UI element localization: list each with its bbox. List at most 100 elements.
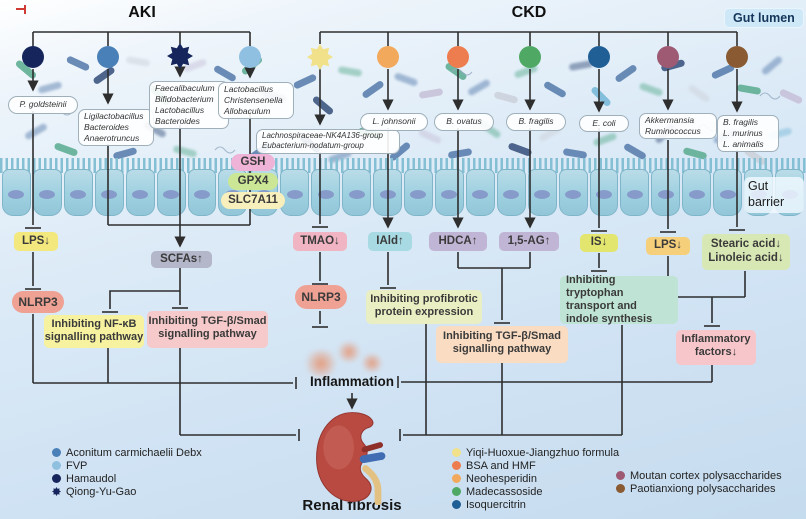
slc7a11-node: SLC7A11	[221, 192, 285, 209]
ckd-heading: CKD	[511, 4, 547, 21]
epithelial-cell	[403, 169, 433, 216]
epithelial-cell	[32, 169, 62, 216]
epithelial-cell	[342, 169, 372, 216]
marker-bsa-hmf	[447, 46, 469, 68]
legend-label: BSA and HMF	[466, 459, 536, 472]
bacteria-label-e-coli: E. coli	[579, 115, 629, 132]
profibrotic-box: Inhibiting profibrotic protein expressio…	[366, 290, 482, 324]
bacteria-label-lachnospiraceae-group: Lachnospiraceae-NK4A136-group Eubacteriu…	[256, 129, 400, 154]
marker-fvp	[239, 46, 261, 68]
legend-marker-circle	[452, 461, 461, 470]
inflammation-blob	[360, 354, 384, 372]
legend-item: FVP	[52, 459, 202, 472]
bacteria-label-b-ovatus: B. ovatus	[434, 113, 494, 131]
legend-label: Qiong-Yu-Gao	[66, 485, 137, 498]
legend-label: Aconitum carmichaelii Debx	[66, 446, 202, 459]
legend-marker-circle	[452, 474, 461, 483]
legend-item: Isoquercitrin	[452, 498, 619, 511]
fatty-acids-box: Stearic acid↓ Linoleic acid↓	[702, 234, 790, 270]
legend-label: Neohesperidin	[466, 472, 537, 485]
legend-marker-circle	[452, 448, 461, 457]
legend-marker-star	[52, 487, 61, 496]
epithelial-cell	[496, 169, 526, 216]
is-box: IS↓	[580, 234, 618, 252]
legend-marker-circle	[52, 448, 61, 457]
ag15-box: 1,5-AG↑	[499, 232, 559, 251]
bacteria-label-b-fragilis-murinus-animalis: B. fragilis L. murinus L. animalis	[717, 115, 779, 153]
marker-neohesperidin	[377, 46, 399, 68]
legend-marker-circle	[616, 471, 625, 480]
bacteria-label-b-fragilis: B. fragilis	[506, 113, 566, 131]
inflammatory-factors-box: Inflammatory factors↓	[676, 330, 756, 365]
marker-madecassoside	[519, 46, 541, 68]
tgf-smad-right-box: Inhibiting TGF-β/Smad signalling pathway	[436, 326, 568, 363]
gpx4-node: GPX4	[228, 173, 278, 190]
marker-isoquercitrin	[588, 46, 610, 68]
kidney-illustration	[316, 412, 386, 505]
marker-hamaudol	[22, 46, 44, 68]
inflammation-blob	[336, 342, 362, 362]
lps-right-box: LPS↓	[646, 237, 690, 255]
epithelial-cell	[465, 169, 495, 216]
epithelial-cell	[187, 169, 217, 216]
bacteria-label-lactobacillus-group: Lactobacillus Christensenella Allobaculu…	[218, 82, 294, 120]
legend-item: Moutan cortex polysaccharides	[616, 469, 782, 482]
nlrp3-mid-node: NLRP3	[295, 285, 347, 309]
legend-item: Hamaudol	[52, 472, 202, 485]
epithelial-cell	[280, 169, 310, 216]
marker-yiqi-formula	[307, 44, 333, 70]
bacteria-label-akkermansia-group: Akkermansia Ruminococcus	[639, 113, 717, 140]
legend-marker-circle	[52, 474, 61, 483]
marker-qiong-yu-gao	[167, 43, 193, 69]
gsh-node: GSH	[231, 154, 275, 171]
legend-marker-circle	[616, 484, 625, 493]
epithelial-cell	[94, 169, 124, 216]
legend-item: Qiong-Yu-Gao	[52, 485, 202, 498]
epithelial-cell	[558, 169, 588, 216]
hdca-box: HDCA↑	[429, 232, 487, 251]
bacteria-label-p-goldsteinii: P. goldsteinii	[8, 96, 78, 114]
legend-marker-circle	[452, 500, 461, 509]
inflammation-label: Inflammation	[309, 374, 394, 389]
tgf-smad-left-box: Inhibiting TGF-β/Smad signalling pathway	[147, 311, 268, 348]
legend-item: Aconitum carmichaelii Debx	[52, 446, 202, 459]
epithelial-cell	[589, 169, 619, 216]
legend-label: Madecassoside	[466, 485, 543, 498]
epithelial-cell	[434, 169, 464, 216]
legend-label: FVP	[66, 459, 88, 472]
marker-aconitum	[97, 46, 119, 68]
bacteria-label-l-johnsonii: L. johnsonii	[360, 113, 428, 131]
epithelial-cell	[311, 169, 341, 216]
legend-item: BSA and HMF	[452, 459, 619, 472]
epithelial-cell	[527, 169, 557, 216]
nfkb-pathway-box: Inhibiting NF-κB signalling pathway	[44, 315, 144, 348]
tmao-box: TMAO↓	[293, 232, 347, 251]
epithelial-cell	[125, 169, 155, 216]
gut-barrier-label: Gut barrier	[744, 177, 804, 213]
lps-left-box: LPS↓	[14, 232, 58, 251]
inflammation-blob	[303, 350, 339, 377]
epithelial-cell	[63, 169, 93, 216]
legend-marker-circle	[52, 461, 61, 470]
bacteria-label-ligilactobacillus-group: Ligilactobacillus Bacteroides Anaerotrun…	[78, 109, 154, 147]
legend-label: Hamaudol	[66, 472, 117, 485]
tryptophan-box: Inhibiting tryptophan transport and indo…	[560, 274, 678, 325]
iald-box: IAld↑	[368, 232, 412, 251]
epithelial-cell	[620, 169, 650, 216]
marker-moutan	[657, 46, 679, 68]
scfas-box: SCFAs↑	[151, 251, 212, 268]
legend-label: Isoquercitrin	[466, 498, 526, 511]
nlrp3-left-node: NLRP3	[12, 291, 64, 313]
legend-item: Yiqi-Huoxue-Jiangzhuo formula	[452, 446, 619, 459]
legend-marker-circle	[452, 487, 461, 496]
legend-item: Neohesperidin	[452, 472, 619, 485]
legend-item: Madecassoside	[452, 485, 619, 498]
bacteria-label-faecalibaculum-group: Faecalibaculum Bifidobacterium Lactobaci…	[149, 81, 229, 130]
epithelial-cell	[2, 169, 31, 216]
red-corner-mark	[16, 5, 28, 14]
